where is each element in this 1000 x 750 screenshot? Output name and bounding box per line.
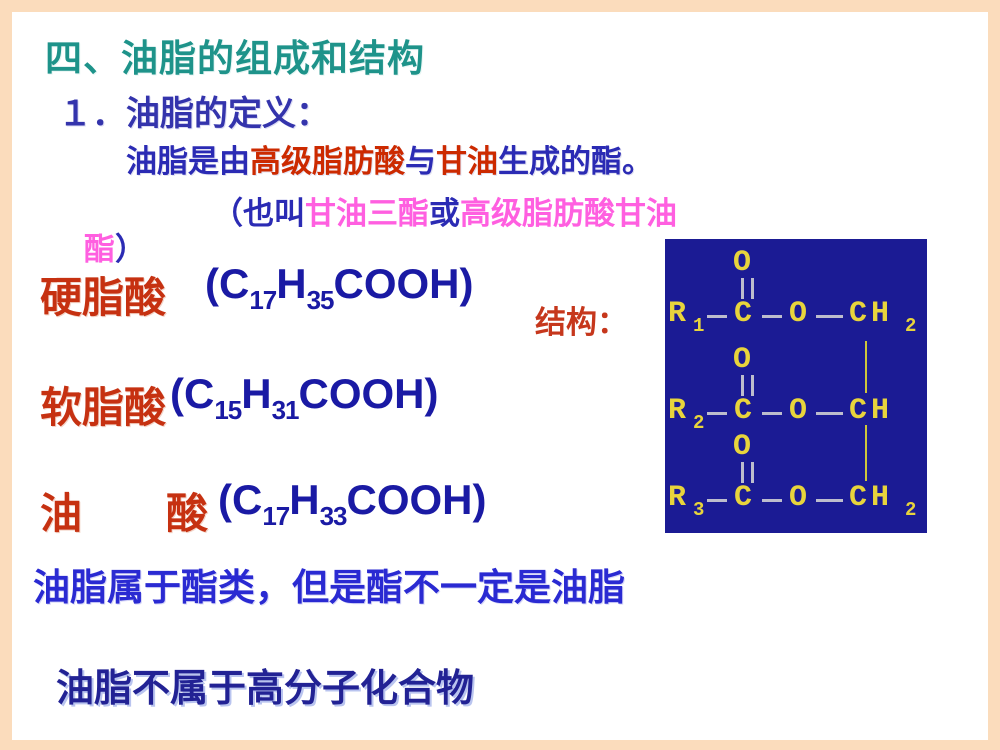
oxygen-atom: O xyxy=(733,246,752,280)
definition-part-1: 油脂是由 xyxy=(126,144,250,179)
oxygen-atom: O xyxy=(789,297,808,331)
oxygen-atom: O xyxy=(789,481,808,515)
r-group-subscript: 2 xyxy=(693,412,705,434)
definition-part-4: 甘油 xyxy=(436,144,498,179)
formula-open: (C xyxy=(218,476,263,523)
aka-line-1: （也叫甘油三酯或高级脂肪酸甘油 xyxy=(212,188,677,233)
ester-unit-2: O R 2 C O CH xyxy=(665,336,927,434)
definition-line: 油脂是由高级脂肪酸与甘油生成的酯。 xyxy=(126,136,653,181)
formula-open: (C xyxy=(170,370,215,417)
aka-part-2: 甘油三酯 xyxy=(305,196,429,231)
single-bond xyxy=(816,499,843,502)
formula-h: H xyxy=(276,260,307,307)
glycerol-backbone-bond xyxy=(865,341,867,393)
ch-group-subscript: 2 xyxy=(905,315,917,337)
aka-part-3: 或 xyxy=(429,196,460,231)
double-bond xyxy=(741,375,754,396)
ester-unit-3: O R 3 C O CH 2 xyxy=(665,423,927,521)
aka2-part-1: 酯 xyxy=(84,232,115,267)
formula-h: H xyxy=(289,476,320,523)
formula-sub2: 33 xyxy=(319,501,348,531)
definition-part-2: 高级脂肪酸 xyxy=(250,144,405,179)
double-bond xyxy=(741,462,754,483)
aka-part-1: （也叫 xyxy=(212,196,305,231)
note-polymer: 油脂不属于高分子化合物 xyxy=(56,668,475,710)
r-group-subscript: 3 xyxy=(693,499,705,521)
slide-canvas: 四、油脂的组成和结构 １．油脂的定义： 油脂是由高级脂肪酸与甘油生成的酯。 （也… xyxy=(12,12,988,740)
single-bond xyxy=(762,412,782,415)
formula-close: COOH) xyxy=(298,370,439,417)
carbon-atom: C xyxy=(734,297,753,331)
r-group: R xyxy=(668,394,687,428)
r-group-subscript: 1 xyxy=(693,315,705,337)
formula-sub2: 31 xyxy=(271,395,300,425)
single-bond xyxy=(707,499,727,502)
ch-group: CH xyxy=(849,297,894,331)
ch-group-subscript: 2 xyxy=(905,499,917,521)
oxygen-atom: O xyxy=(789,394,808,428)
oxygen-atom: O xyxy=(733,343,752,377)
structure-label: 结构： xyxy=(535,305,628,340)
formula-sub1: 17 xyxy=(249,285,277,315)
acid-name-oleic: 油 酸 xyxy=(40,490,209,537)
aka-line-2: 酯） xyxy=(84,224,146,269)
single-bond xyxy=(816,315,843,318)
definition-part-5: 生成的酯。 xyxy=(498,144,653,179)
aka-part-4: 高级脂肪酸甘油 xyxy=(460,196,677,231)
carbon-atom: C xyxy=(734,481,753,515)
r-group: R xyxy=(668,297,687,331)
acid-formula-stearic: (C17H35COOH) xyxy=(205,260,474,315)
definition-part-3: 与 xyxy=(405,144,436,179)
single-bond xyxy=(762,499,782,502)
formula-close: COOH) xyxy=(333,260,474,307)
single-bond xyxy=(707,315,727,318)
single-bond xyxy=(707,412,727,415)
formula-sub1: 15 xyxy=(214,395,242,425)
glycerol-backbone-bond xyxy=(865,425,867,481)
triglyceride-structure-diagram: O R 1 C O CH 2 O R 2 C O CH O xyxy=(665,239,927,533)
ester-unit-1: O R 1 C O CH 2 xyxy=(665,239,927,337)
aka2-part-2: ） xyxy=(115,232,146,267)
r-group: R xyxy=(668,481,687,515)
acid-formula-oleic: (C17H33COOH) xyxy=(218,476,487,531)
acid-name-palmitic: 软脂酸 xyxy=(40,384,167,431)
single-bond xyxy=(762,315,782,318)
ch-group: CH xyxy=(849,481,894,515)
definition-heading: １．油脂的定义： xyxy=(58,95,330,133)
double-bond xyxy=(741,278,754,299)
ch-group: CH xyxy=(849,394,894,428)
acid-formula-palmitic: (C15H31COOH) xyxy=(170,370,439,425)
formula-sub1: 17 xyxy=(262,501,290,531)
formula-open: (C xyxy=(205,260,250,307)
slide-title: 四、油脂的组成和结构 xyxy=(45,38,425,79)
acid-name-stearic: 硬脂酸 xyxy=(40,274,167,321)
note-esters: 油脂属于酯类，但是酯不一定是油脂 xyxy=(33,567,625,608)
carbon-atom: C xyxy=(734,394,753,428)
single-bond xyxy=(816,412,843,415)
formula-close: COOH) xyxy=(346,476,487,523)
formula-sub2: 35 xyxy=(306,285,335,315)
formula-h: H xyxy=(241,370,272,417)
oxygen-atom: O xyxy=(733,430,752,464)
